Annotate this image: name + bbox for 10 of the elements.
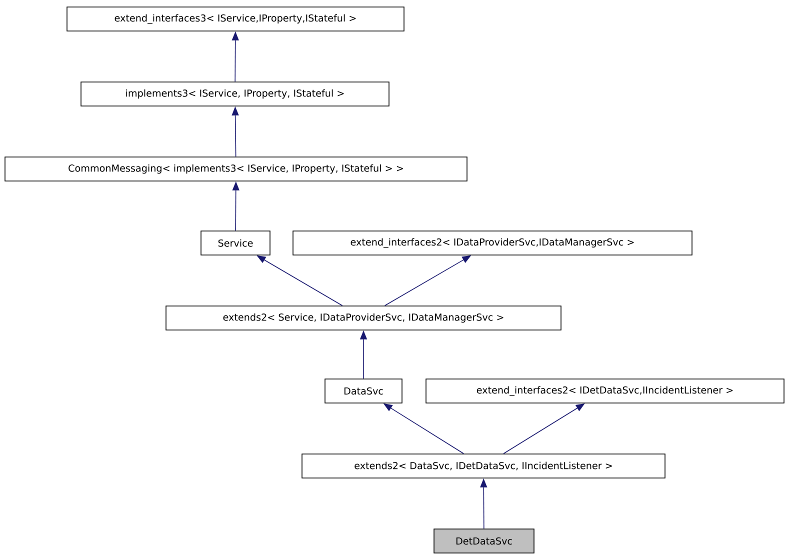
class-box: extend_interfaces2< IDataProviderSvc,IDataManagerSvc > [292, 230, 692, 256]
class-box: extend_interfaces2< IDetDataSvc,IIncidentListener > [426, 378, 784, 404]
class-box: extend_interfaces3< IService,IProperty,IStateful > [66, 6, 404, 32]
class-box: extends2< DataSvc, IDetDataSvc, IIncidentListener > [302, 454, 666, 478]
class-box: implements3< IService, IProperty, IStateful > [80, 82, 390, 106]
class-box: Service [200, 230, 270, 256]
class-box: CommonMessaging< implements3< IService, IProperty, IStateful > > [4, 156, 468, 182]
class-box: DetDataSvc [434, 528, 534, 554]
class-box: extends2< Service, IDataProviderSvc, IDataManagerSvc > [166, 306, 562, 330]
class-box: DataSvc [324, 378, 402, 404]
